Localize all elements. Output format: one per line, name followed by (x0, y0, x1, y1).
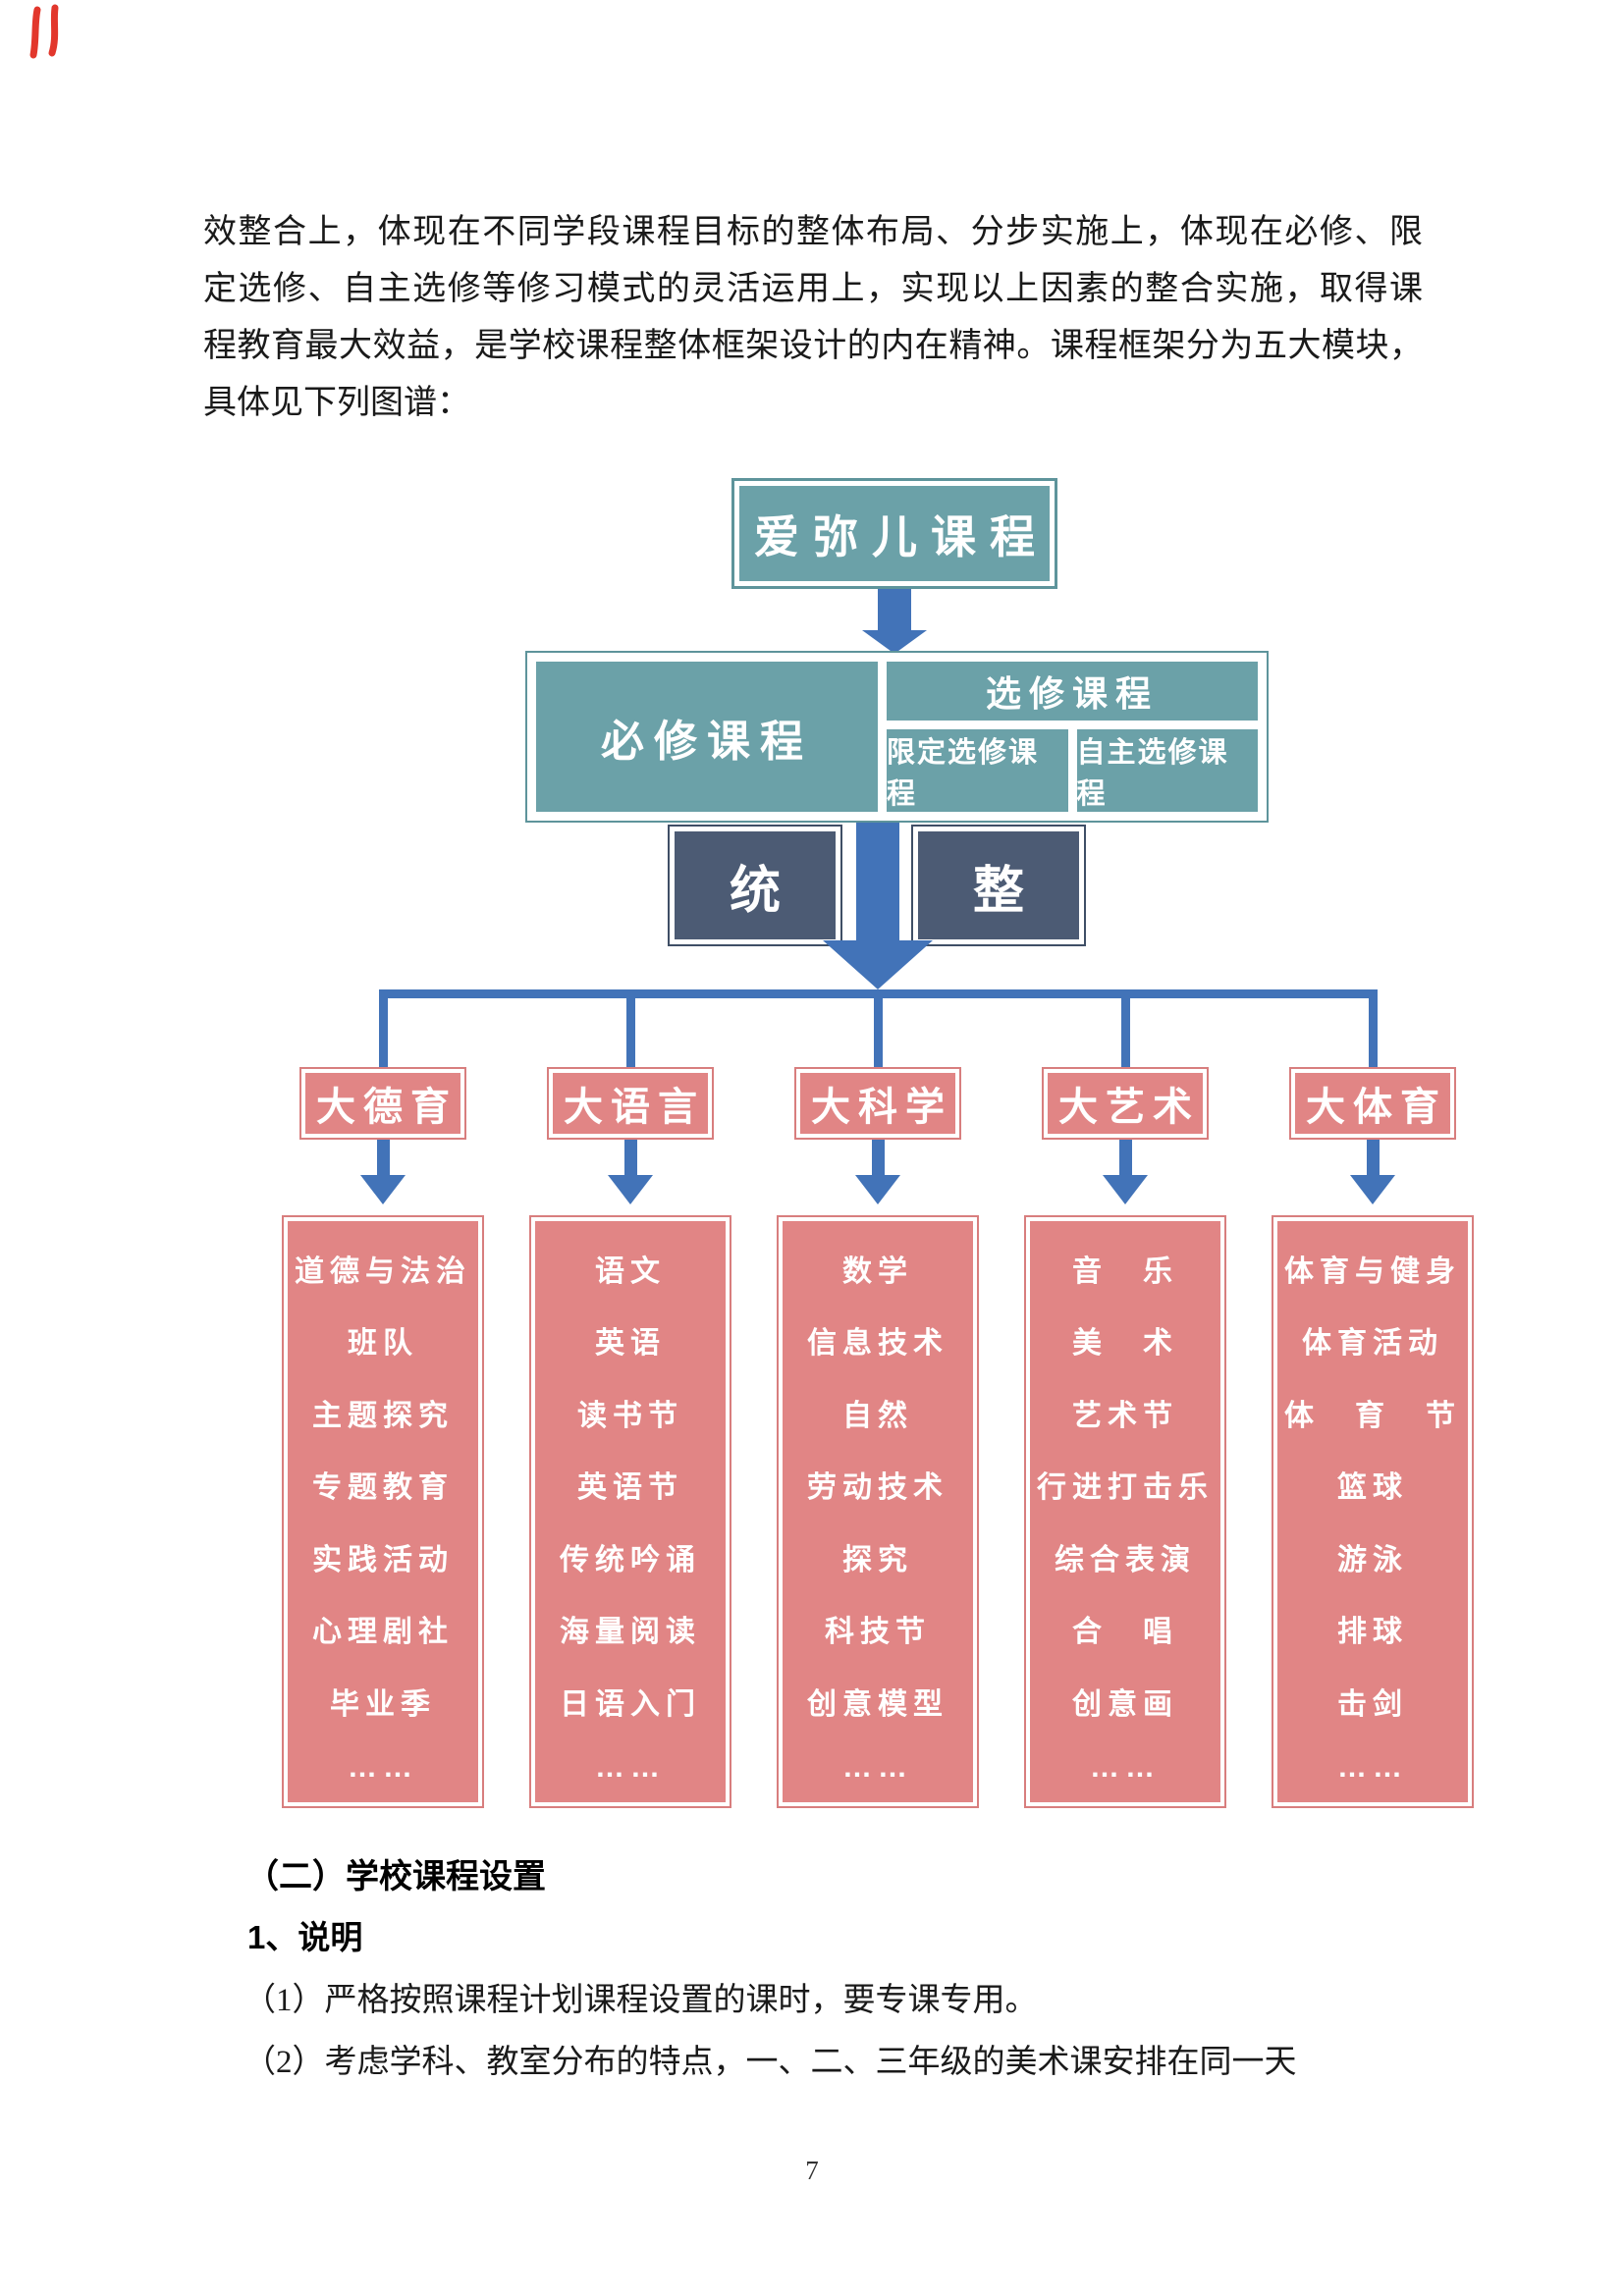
connector-drop-line (379, 998, 388, 1067)
limited-elective-cell: 限定选修课程 (887, 729, 1068, 812)
paragraph: 效整合上，体现在不同学段课程目标的整体布局、分步实施上，体现在必修、限 定选修、… (203, 204, 1423, 432)
required-course-cell: 必修课程 (536, 662, 878, 812)
branch-label: 大语言 (553, 1073, 708, 1134)
column-item: 自然 (842, 1399, 913, 1432)
column-item: 体育与健身 (1284, 1255, 1461, 1288)
branch-label: 大艺术 (1048, 1073, 1203, 1134)
course-column-sport: 体育与健身体育活动体 育 节篮球游泳排球击剑 …… (1272, 1215, 1474, 1808)
column-item: 日语入门 (560, 1687, 701, 1721)
big-down-arrow-icon (856, 823, 899, 940)
elective-course-cell: 选修课程 (887, 662, 1258, 721)
column-item: 综合表演 (1055, 1543, 1196, 1576)
column-item: 专题教育 (312, 1471, 454, 1505)
course-column-moral: 道德与法治班队主题探究专题教育实践活动心理剧社毕业季 …… (282, 1215, 484, 1808)
branch-arrow-icon (872, 1140, 885, 1175)
paragraph-line: 定选修、自主选修等修习模式的灵活运用上，实现以上因素的整合实施，取得课 (203, 271, 1423, 307)
column-item: 篮球 (1337, 1471, 1408, 1505)
note-line-2: （2）考虑学科、教室分布的特点，一、二、三年级的美术课安排在同一天 (244, 2045, 1297, 2080)
branch-box-science: 大科学 (794, 1067, 961, 1140)
column-item: 道德与法治 (295, 1255, 471, 1288)
paragraph-line: 程教育最大效益，是学校课程整体框架设计的内在精神。课程框架分为五大模块， (203, 328, 1423, 364)
connector-drop-line (874, 998, 883, 1067)
root-course-box: 爱弥儿课程 (731, 478, 1057, 589)
column-item: 数学 (842, 1255, 913, 1288)
branch-box-moral: 大德育 (299, 1067, 466, 1140)
course-column-language: 语文英语读书节英语节传统吟诵海量阅读日语入门 …… (529, 1215, 731, 1808)
branch-arrow-head-icon (608, 1175, 653, 1204)
column-item: 英语 (595, 1327, 666, 1361)
integrate-box: 整 (911, 825, 1086, 946)
column-item: 语文 (595, 1255, 666, 1288)
column-item: 创意模型 (807, 1687, 948, 1721)
integrate-label: 整 (918, 831, 1079, 939)
column-item: 音 乐 (1072, 1255, 1178, 1288)
unify-box: 统 (668, 825, 842, 946)
column-item: …… (595, 1750, 666, 1784)
branch-arrow-icon (1367, 1140, 1380, 1175)
branch-box-language: 大语言 (547, 1067, 714, 1140)
paragraph-line: 具体见下列图谱： (203, 385, 470, 421)
column-item: 英语节 (577, 1471, 683, 1505)
column-item: 美 术 (1072, 1327, 1178, 1361)
branch-arrow-icon (377, 1140, 390, 1175)
column-item: …… (1337, 1750, 1408, 1784)
column-item: 班队 (348, 1327, 418, 1361)
branch-label: 大科学 (800, 1073, 955, 1134)
column-item: 科技节 (825, 1616, 931, 1649)
paragraph-line: 效整合上，体现在不同学段课程目标的整体布局、分步实施上，体现在必修、限 (203, 214, 1423, 250)
column-item: 行进打击乐 (1037, 1471, 1214, 1505)
column-item: …… (842, 1750, 913, 1784)
column-item: 排球 (1337, 1616, 1408, 1649)
column-item: 游泳 (1337, 1543, 1408, 1576)
down-arrow-head-icon (862, 630, 927, 654)
course-type-box: 必修课程 选修课程 限定选修课程 自主选修课程 (525, 651, 1269, 823)
column-item: 体育活动 (1302, 1327, 1443, 1361)
course-column-science: 数学信息技术自然劳动技术探究科技节创意模型 …… (777, 1215, 979, 1808)
note-line-1: （1）严格按照课程计划课程设置的课时，要专课专用。 (244, 1983, 1038, 2018)
branch-arrow-head-icon (1103, 1175, 1148, 1204)
column-item: 体 育 节 (1284, 1399, 1461, 1432)
column-item: 主题探究 (312, 1399, 454, 1432)
course-column-art: 音 乐美 术艺术节行进打击乐综合表演合 唱创意画 …… (1024, 1215, 1226, 1808)
column-item: 心理剧社 (312, 1616, 454, 1649)
column-item: …… (1090, 1750, 1161, 1784)
column-item: 信息技术 (807, 1327, 948, 1361)
sub-heading: 1、说明 (247, 1919, 363, 1955)
column-item: 击剑 (1337, 1687, 1408, 1721)
branch-arrow-head-icon (360, 1175, 406, 1204)
connector-horizontal-line (379, 989, 1378, 998)
branch-arrow-icon (624, 1140, 637, 1175)
page-number: 7 (805, 2156, 819, 2185)
connector-drop-line (626, 998, 635, 1067)
branch-label: 大体育 (1295, 1073, 1450, 1134)
connector-drop-line (1369, 998, 1378, 1067)
column-item: 海量阅读 (560, 1616, 701, 1649)
branch-label: 大德育 (305, 1073, 460, 1134)
down-arrow-icon (878, 589, 911, 630)
column-item: 读书节 (577, 1399, 683, 1432)
root-course-label: 爱弥儿课程 (739, 486, 1050, 581)
big-down-arrow-head-icon (823, 940, 933, 989)
column-item: 创意画 (1072, 1687, 1178, 1721)
branch-box-art: 大艺术 (1042, 1067, 1209, 1140)
column-item: 传统吟诵 (560, 1543, 701, 1576)
column-item: 艺术节 (1072, 1399, 1178, 1432)
column-item: 探究 (842, 1543, 913, 1576)
unify-label: 统 (675, 831, 836, 939)
red-pen-mark (29, 4, 59, 59)
column-item: 毕业季 (330, 1687, 436, 1721)
branch-box-sport: 大体育 (1289, 1067, 1456, 1140)
branch-arrow-head-icon (855, 1175, 900, 1204)
branch-arrow-head-icon (1350, 1175, 1395, 1204)
column-item: …… (348, 1750, 418, 1784)
section-heading: （二）学校课程设置 (245, 1858, 546, 1896)
connector-drop-line (1121, 998, 1130, 1067)
column-item: 劳动技术 (807, 1471, 948, 1505)
column-item: 实践活动 (312, 1543, 454, 1576)
branch-arrow-icon (1119, 1140, 1132, 1175)
self-elective-cell: 自主选修课程 (1076, 729, 1258, 812)
column-item: 合 唱 (1072, 1616, 1178, 1649)
